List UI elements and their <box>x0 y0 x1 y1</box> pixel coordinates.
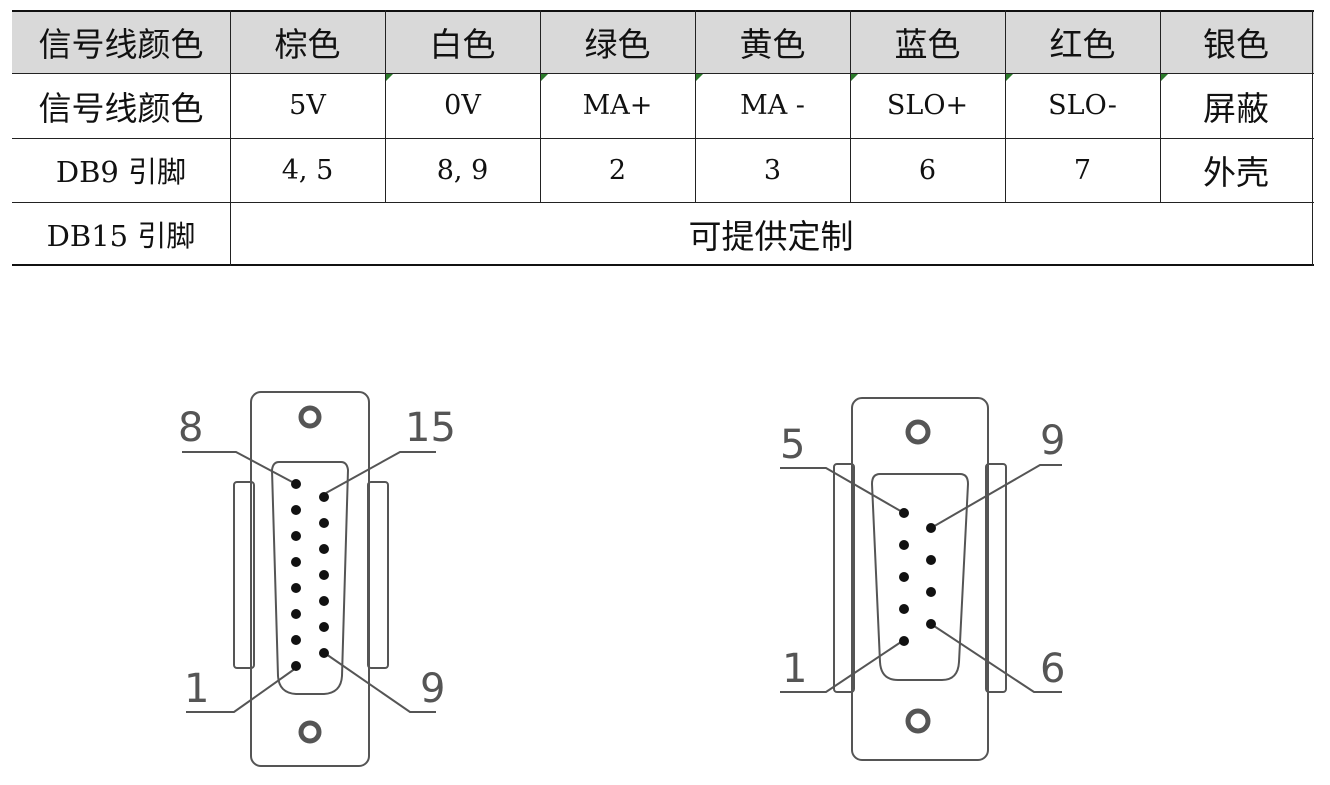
table-border-bottom <box>12 264 1314 266</box>
row-label: DB9 引脚 <box>55 155 187 189</box>
pinout-table: 信号线颜色 棕色 白色 绿色 黄色 蓝色 红色 银色 信号线颜色 5V 0V M… <box>12 10 1314 266</box>
table-line-3 <box>12 202 1314 203</box>
pin-dot <box>899 636 909 646</box>
col-divider-right <box>1312 10 1313 266</box>
table-line-2 <box>12 138 1314 139</box>
pin-dot <box>291 479 301 489</box>
col-divider-3 <box>695 10 696 202</box>
pin-cell: 3 <box>763 154 782 186</box>
signal-cell: 5V <box>289 90 326 121</box>
header-cell: 银色 <box>1203 24 1269 64</box>
db15-label-15: 15 <box>405 405 456 451</box>
header-cell: 黄色 <box>739 24 806 64</box>
db9-label-9: 9 <box>1040 418 1065 464</box>
cell-marker <box>1161 74 1168 81</box>
signal-cell: MA+ <box>582 90 653 121</box>
cell-marker <box>541 74 548 81</box>
pin-dot <box>319 596 329 606</box>
db9-label-6: 6 <box>1040 646 1065 692</box>
signal-cell: SLO+ <box>886 90 969 121</box>
table-border-top <box>12 10 1314 12</box>
row-label: 信号线颜色 <box>38 88 204 128</box>
row-label: DB15 引脚 <box>46 218 196 253</box>
pin-dot <box>291 557 301 567</box>
signal-cell: 屏蔽 <box>1203 88 1269 128</box>
pin-dot <box>926 555 936 565</box>
pin-cell: 7 <box>1073 154 1092 186</box>
pin-dot <box>319 518 329 528</box>
pin-dot <box>291 635 301 645</box>
header-cell: 绿色 <box>584 24 651 64</box>
pin-dot <box>319 622 329 632</box>
pin-dot <box>291 505 301 515</box>
db15-note: 可提供定制 <box>688 216 854 256</box>
db9-connector-drawing <box>780 397 1062 761</box>
header-cell: 白色 <box>429 24 496 64</box>
db9-label-5: 5 <box>780 422 805 468</box>
pin-dot <box>926 587 936 597</box>
cell-marker <box>1006 74 1013 81</box>
col-divider-6 <box>1160 10 1161 202</box>
signal-cell: SLO- <box>1048 90 1117 121</box>
header-cell: 蓝色 <box>894 24 961 64</box>
db15-label-8: 8 <box>178 405 203 451</box>
pin-dot <box>319 544 329 554</box>
pin-dot <box>291 661 301 671</box>
pin-dot <box>291 609 301 619</box>
cell-marker <box>386 74 393 81</box>
col-divider-5 <box>1005 10 1006 202</box>
header-cell: 信号线颜色 <box>38 24 204 64</box>
table-line-1 <box>12 73 1314 74</box>
header-cell: 红色 <box>1049 24 1116 64</box>
pin-dot <box>926 523 936 533</box>
db15-label-1: 1 <box>184 666 209 712</box>
header-row-background <box>12 10 1314 73</box>
header-cell: 棕色 <box>274 24 341 64</box>
db9-label-1: 1 <box>782 646 807 692</box>
col-divider-2 <box>540 10 541 202</box>
pin-cell: 6 <box>918 154 937 186</box>
pin-cell: 8, 9 <box>436 154 489 186</box>
signal-cell: MA - <box>740 90 805 121</box>
pin-dot <box>899 508 909 518</box>
pin-dot <box>926 619 936 629</box>
pin-dot <box>291 531 301 541</box>
pin-cell: 2 <box>608 154 627 186</box>
pin-dot <box>319 648 329 658</box>
signal-cell: 0V <box>444 90 481 121</box>
pin-dot <box>899 572 909 582</box>
pin-dot <box>319 570 329 580</box>
cell-marker <box>851 74 858 81</box>
cell-marker <box>696 74 703 81</box>
db15-pins <box>291 479 329 671</box>
col-divider-1 <box>385 10 386 202</box>
pin-cell: 外壳 <box>1203 153 1269 192</box>
pin-dot <box>899 540 909 550</box>
col-divider-0 <box>230 10 231 266</box>
col-divider-4 <box>850 10 851 202</box>
pin-dot <box>319 492 329 502</box>
db9-pins <box>899 508 936 646</box>
pin-cell: 4, 5 <box>281 154 334 186</box>
pin-dot <box>899 604 909 614</box>
db15-label-9: 9 <box>420 666 445 712</box>
pin-dot <box>291 583 301 593</box>
db15-connector-drawing <box>182 391 436 767</box>
